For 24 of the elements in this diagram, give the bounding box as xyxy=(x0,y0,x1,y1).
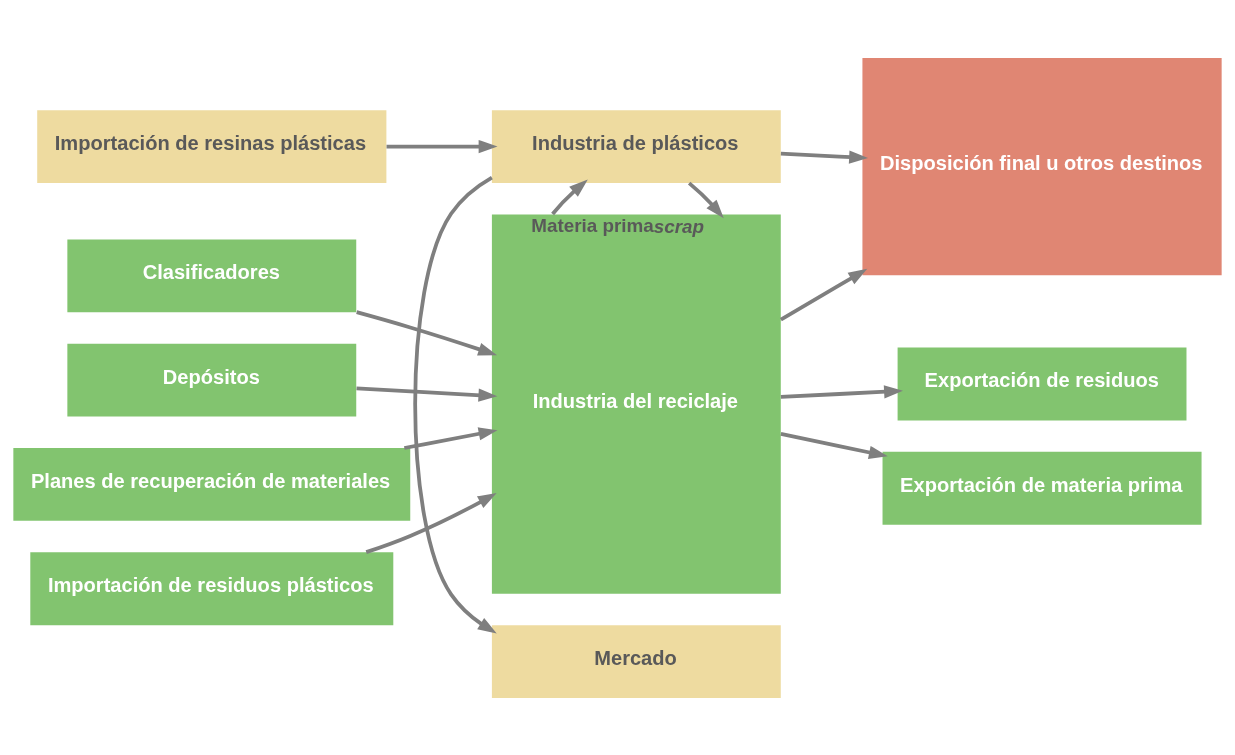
node-box: Clasificadores xyxy=(67,239,357,312)
node-box: Importación de resinas plásticas xyxy=(37,109,387,183)
edge-label: scrap xyxy=(653,215,705,237)
node-box: Exportación de materia prima xyxy=(882,451,1202,525)
node-box: Exportación de residuos xyxy=(897,347,1187,420)
arrow xyxy=(780,431,888,459)
arrow xyxy=(365,492,497,554)
arrow xyxy=(413,175,497,633)
node-box: Importación de residuos plásticos xyxy=(30,551,394,625)
node-box: Mercado xyxy=(491,624,781,698)
arrow xyxy=(780,150,869,164)
node-box: Industria de plásticos xyxy=(491,109,781,183)
edge-label: Materia prima xyxy=(531,214,654,236)
arrow xyxy=(779,268,868,321)
arrow xyxy=(551,178,588,215)
arrow xyxy=(356,309,498,356)
arrow xyxy=(403,426,498,450)
arrow xyxy=(687,181,724,218)
node-box: Disposición final u otros destinos xyxy=(862,57,1222,275)
arrow xyxy=(356,385,498,402)
node-box: Planes de recuperación de materiales xyxy=(13,447,411,521)
arrow xyxy=(780,384,903,399)
node-box: Depósitos xyxy=(67,343,357,417)
arrow xyxy=(386,139,498,153)
